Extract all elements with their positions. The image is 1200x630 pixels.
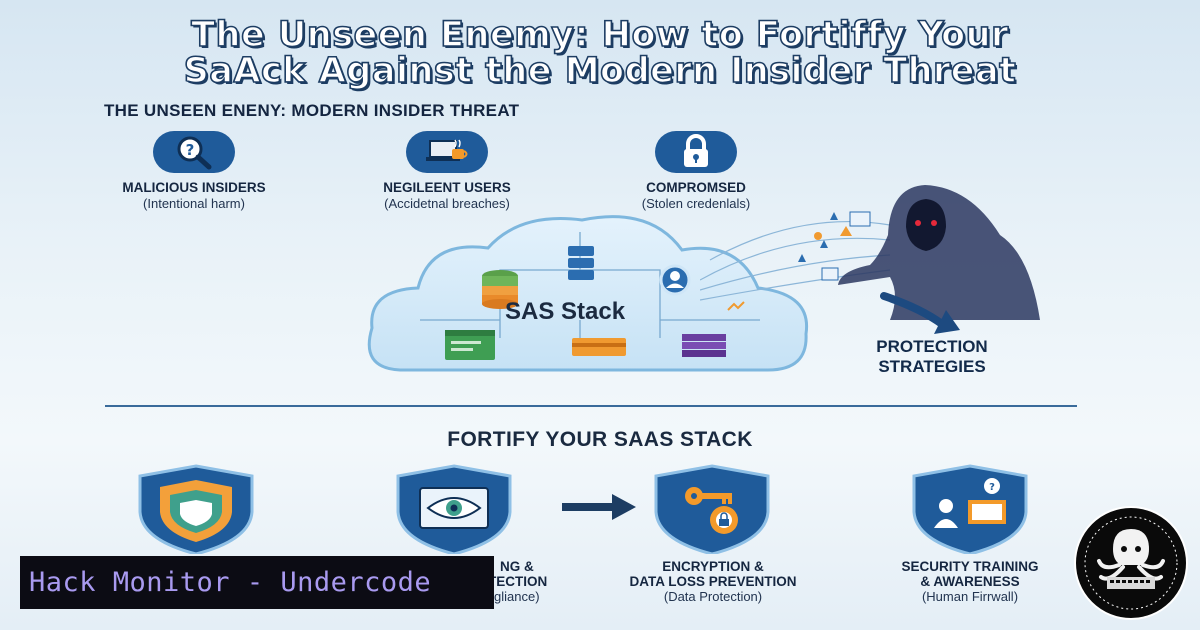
strategy-card-label: SECURITY TRAINING & AWARENESS (Human Fir…: [850, 559, 1090, 605]
shield-icon: [138, 464, 254, 554]
section-heading-threat: THE UNSEEN ENENY: MODERN INSIDER THREAT: [104, 101, 520, 120]
strategy-line1: NG &: [500, 559, 534, 574]
credit-card-icon: [572, 338, 626, 356]
threat-sub: (Accidetnal breaches): [384, 196, 510, 211]
octopus-logo-icon: [1074, 506, 1188, 620]
strategy-line2: & AWARENESS: [920, 574, 1020, 589]
document-icon: [821, 211, 871, 281]
threat-label: NEGILEENT USERS: [383, 180, 511, 195]
user-profile-icon: [659, 264, 691, 296]
threat-sub: (Stolen credenlals): [641, 196, 751, 211]
coffee-laptop-icon: [406, 131, 488, 173]
key-gear-icon: [654, 464, 770, 554]
storage-stack-icon: [682, 301, 745, 357]
eye-monitor-icon: [396, 464, 512, 554]
banner-text: Hack Monitor - Undercode: [29, 567, 432, 598]
padlock-icon: [655, 131, 737, 173]
page-title-line1: The Unseen Enemy: How to Fortiffy Your: [190, 15, 1009, 55]
threat-card-compromised: COMPROMSED (Stolen credenlals): [576, 131, 816, 211]
strategy-card-label: ENCRYPTION & DATA LOSS PREVENTION (Data …: [593, 559, 833, 605]
protection-line1: PROTECTION: [876, 337, 988, 356]
cloud-label: SAS Stack: [505, 298, 626, 325]
page-title-line2: SaAck Against the Modern Insider Threat: [183, 51, 1017, 91]
hooded-insider-icon: [838, 185, 1040, 320]
strategy-line2: TECTION: [488, 574, 548, 589]
browser-window-icon: [445, 330, 495, 360]
svg-text:?: ?: [186, 141, 195, 159]
strategy-line3: (Human Firrwall): [921, 589, 1019, 604]
arrow-right-icon: [562, 494, 636, 520]
curved-arrow-icon: [880, 292, 960, 334]
strategy-line3: gliance): [494, 589, 540, 604]
hack-monitor-banner: Hack Monitor - Undercode: [20, 556, 494, 609]
training-presenter-icon: ?: [912, 464, 1028, 554]
strategy-card-label: NG & TECTION gliance): [458, 559, 598, 605]
section-divider: [105, 405, 1077, 407]
saas-cloud-diagram: [367, 215, 809, 372]
strategy-line1: ENCRYPTION &: [662, 559, 764, 574]
strategy-line3: (Data Protection): [663, 589, 763, 604]
protection-line2: STRATEGIES: [878, 357, 986, 376]
threat-card-negligent: NEGILEENT USERS (Accidetnal breaches): [327, 131, 567, 211]
database-icon: [482, 270, 518, 309]
threat-card-malicious: ? MALICIOUS INSIDERS (Intentional harm): [74, 131, 314, 211]
data-exfiltration-streams: [700, 211, 891, 301]
server-icon: [568, 246, 594, 280]
strategy-line1: SECURITY TRAINING: [901, 559, 1039, 574]
protection-strategies-label: PROTECTION STRATEGIES: [852, 337, 1012, 377]
magnifier-question-icon: ?: [153, 131, 235, 173]
threat-sub: (Intentional harm): [143, 196, 245, 211]
threat-label: COMPROMSED: [646, 180, 746, 195]
strategy-line2: DATA LOSS PREVENTION: [629, 574, 797, 589]
svg-text:?: ?: [989, 482, 995, 493]
threat-label: MALICIOUS INSIDERS: [122, 180, 266, 195]
section-heading-fortify: FORTIFY YOUR SAAS STACK: [447, 428, 753, 451]
